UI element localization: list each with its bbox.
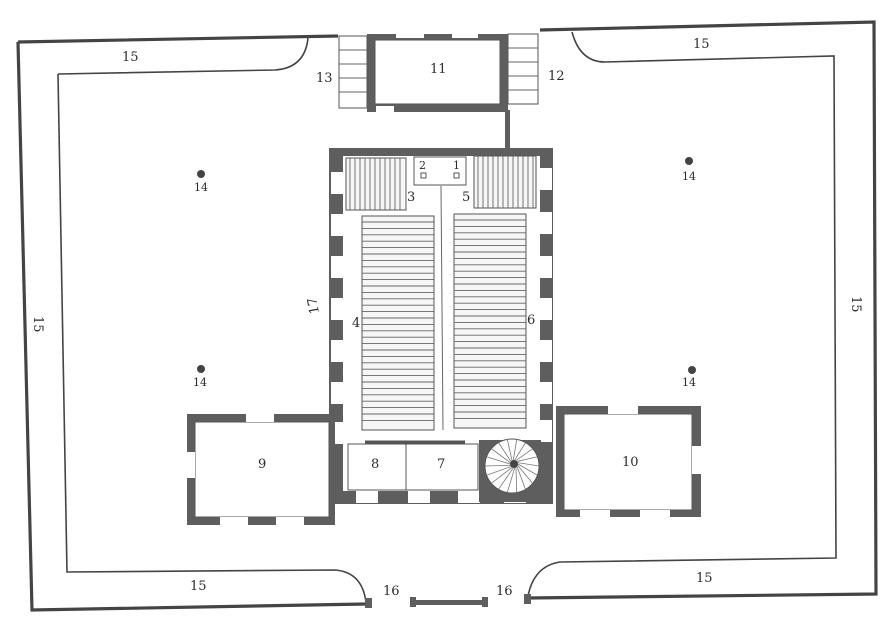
building-11 [367,32,510,150]
building-9 [187,414,335,525]
label-16-left: 16 [383,584,400,599]
stair-tread [517,463,538,476]
label-15-left: 15 [30,316,45,333]
label-14-top-left: 14 [194,181,208,194]
label-13: 13 [316,71,333,86]
label-4: 4 [352,316,360,331]
entrance-gate [365,594,531,608]
stair-12 [507,33,539,105]
label-10: 10 [622,455,639,470]
stair-tread [506,439,513,461]
stair-tread [512,439,518,461]
stair-tread [491,448,511,463]
label-7: 7 [437,457,445,472]
pew-block-right [453,213,527,429]
central-aisle [440,185,444,431]
stair-tread [517,465,533,484]
pews-left [362,221,434,421]
pews-left-front [349,158,401,210]
stair-tread [486,456,511,465]
label-16-right: 16 [496,584,513,599]
building-10 [556,406,701,517]
pew-block-left [361,215,435,431]
label-15-top-right: 15 [693,37,710,52]
label-15-bottom-right: 15 [696,571,713,586]
stair-tread [498,467,514,490]
stair-tread [484,464,511,467]
pews-right [454,219,526,419]
stair-tread [516,456,538,462]
label-17: 17 [305,296,323,315]
label-11: 11 [430,62,447,77]
label-15-bottom-left: 15 [190,579,207,594]
label-3: 3 [407,190,415,205]
stair-tread [498,442,512,462]
stair-tread [516,466,526,490]
label-14-top-right: 14 [682,170,696,183]
stair-tread [515,448,533,461]
label-5: 5 [462,190,470,205]
label-15-right: 15 [848,296,863,313]
stair-tread [491,467,513,484]
spiral-stair [479,438,541,502]
label-8: 8 [371,457,379,472]
label-2: 2 [419,159,426,172]
tree-markers [197,157,696,374]
room-8 [347,440,465,491]
stair-tread [486,466,512,476]
plan-labels: 1 2 3 4 5 6 7 8 9 10 11 12 13 14 14 14 1… [30,37,863,599]
label-6: 6 [527,313,535,328]
stair-tread [517,462,540,467]
courtyard-boundary [16,20,878,612]
stair-13 [338,35,368,109]
altar [413,156,467,186]
label-14-bottom-left: 14 [193,376,207,389]
pews-right-front [477,156,534,208]
room-7 [405,443,479,491]
label-12: 12 [548,69,565,84]
label-14-bottom-right: 14 [682,376,696,389]
stair-tread [506,467,516,493]
front-pews [345,155,537,211]
label-15-top-left: 15 [122,50,139,65]
stair-tread [515,467,518,493]
stair-tread [514,442,526,461]
label-9: 9 [258,457,266,472]
label-1: 1 [453,159,460,172]
